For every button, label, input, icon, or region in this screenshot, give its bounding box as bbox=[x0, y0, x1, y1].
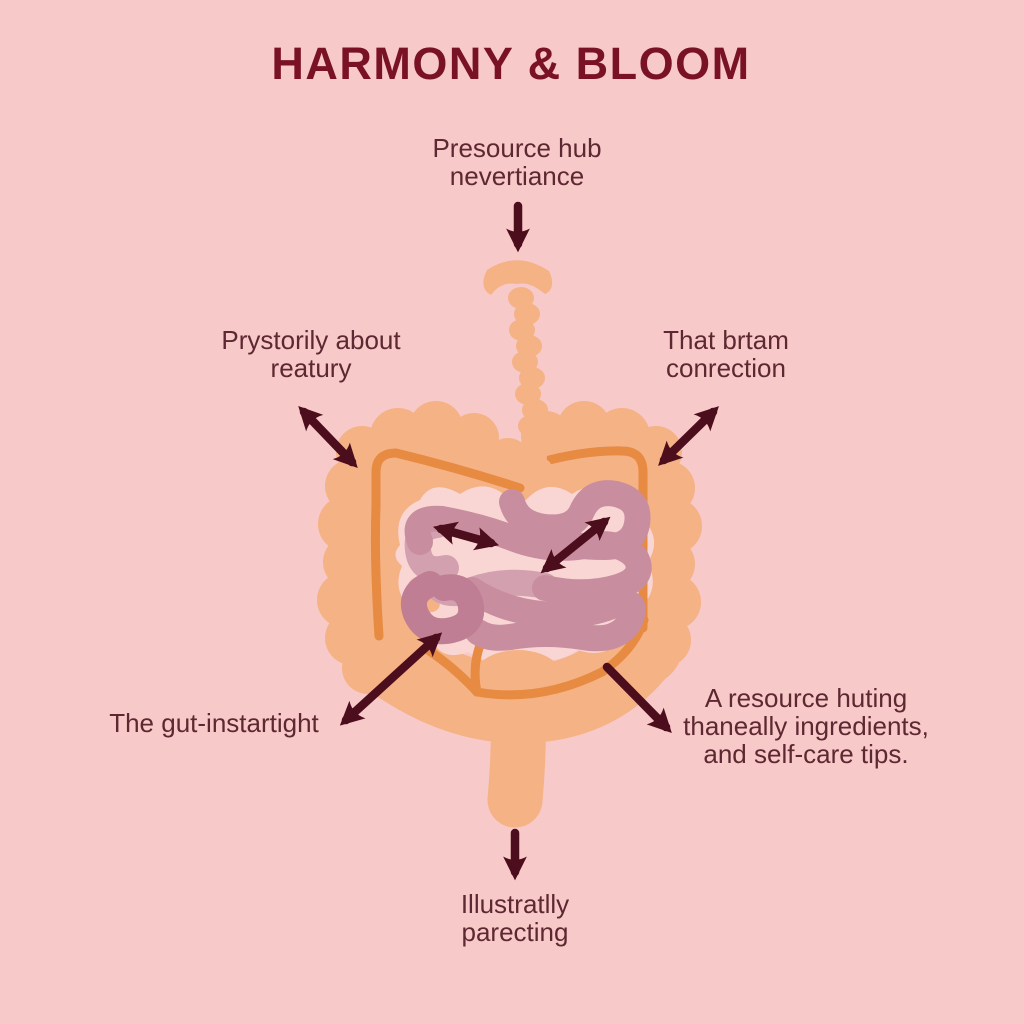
arrow-upper-left bbox=[298, 405, 358, 469]
arrow-upper-right bbox=[658, 406, 719, 466]
label-upper-right-line-1: That brtam bbox=[663, 325, 789, 355]
label-lower-right-line-3: and self-care tips. bbox=[703, 739, 909, 769]
label-upper-right: That brtam conrection bbox=[663, 326, 789, 382]
esophagus-shape bbox=[508, 287, 552, 478]
label-upper-left: Prystorily about reatury bbox=[221, 326, 400, 382]
label-upper-left-line-2: reatury bbox=[270, 353, 352, 383]
label-lower-right: A resource huting thaneally ingredients,… bbox=[683, 684, 929, 768]
label-lower-right-line-1: A resource huting bbox=[704, 683, 908, 713]
small-intestine-shape bbox=[400, 480, 652, 652]
arrow-lower-right bbox=[602, 662, 672, 733]
arrow-center-left bbox=[432, 521, 500, 551]
tongue-shape bbox=[483, 260, 553, 295]
label-top-line-1: Presource hub bbox=[432, 133, 602, 163]
label-lower-left-line-1: The gut-instartight bbox=[109, 708, 319, 738]
label-bottom-line-2: parecting bbox=[461, 917, 569, 947]
arrow-center-right bbox=[540, 516, 611, 574]
label-lower-right-line-2: thaneally ingredients, bbox=[683, 711, 929, 741]
label-lower-left: The gut-instartight bbox=[109, 709, 319, 737]
label-upper-left-line-1: Prystorily about bbox=[221, 325, 401, 355]
poster-title: HARMONY & BLOOM bbox=[271, 38, 751, 89]
colon-guide-lines bbox=[370, 446, 649, 700]
arrow-lower-left bbox=[339, 632, 443, 726]
label-top-line-2: nevertiance bbox=[449, 161, 585, 191]
label-upper-right-line-2: conrection bbox=[666, 353, 786, 383]
label-bottom: Illustratlly parecting bbox=[461, 890, 569, 946]
label-bottom-line-1: Illustratlly bbox=[460, 889, 570, 919]
label-top: Presource hub nevertiance bbox=[432, 134, 601, 190]
